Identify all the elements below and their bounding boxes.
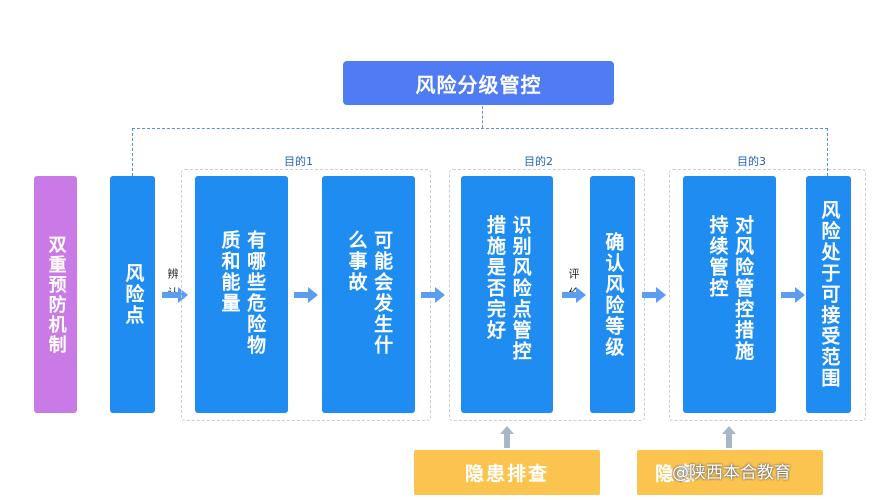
goal-1-label-wrap: 目的1 bbox=[280, 150, 317, 169]
goal-3-label: 目的3 bbox=[733, 155, 770, 168]
watermark: @陕西本合教育 bbox=[672, 458, 791, 483]
arrow-3 bbox=[421, 287, 445, 303]
arrow-2 bbox=[294, 287, 318, 303]
header-connector-right-drop bbox=[827, 128, 828, 176]
arrow-5 bbox=[642, 287, 666, 303]
dual-prevention-label-box: 双重预防机制 bbox=[34, 176, 77, 413]
confirm-text: 确认风险等级 bbox=[602, 231, 625, 358]
sustain-text: 对风险管控措施持续管控 bbox=[706, 214, 755, 362]
watermark-text: @陕西本合教育 bbox=[672, 463, 791, 483]
up-arrow-2 bbox=[722, 426, 736, 448]
goal-1-label: 目的1 bbox=[280, 155, 317, 168]
hazard-box: 有哪些危险物质和能量 bbox=[195, 176, 288, 413]
hidden-danger-box: 隐患排查 bbox=[414, 450, 600, 495]
risk-point-text: 风险点 bbox=[122, 263, 145, 326]
goal-3-label-wrap: 目的3 bbox=[733, 150, 770, 169]
measures-box: 识别风险点管控措施是否完好 bbox=[461, 176, 553, 413]
hidden-danger-text: 隐患排查 bbox=[464, 463, 549, 485]
goal-2-label: 目的2 bbox=[520, 155, 557, 168]
risk-control-title: 风险分级管控 bbox=[415, 72, 542, 97]
header-connector-horizontal bbox=[132, 128, 828, 129]
header-connector-vertical bbox=[482, 106, 483, 128]
arrow-4 bbox=[562, 287, 586, 303]
sustain-box: 对风险管控措施持续管控 bbox=[683, 176, 776, 413]
arrow-1 bbox=[162, 287, 188, 303]
dual-prevention-label: 双重预防机制 bbox=[45, 234, 67, 355]
goal-2-label-wrap: 目的2 bbox=[520, 150, 557, 169]
measures-text: 识别风险点管控措施是否完好 bbox=[484, 214, 532, 362]
header-connector-left-drop bbox=[132, 128, 133, 176]
arrow-6 bbox=[781, 287, 805, 303]
what-happens-text: 可能会发生什么事故 bbox=[345, 229, 394, 356]
hidden-danger-2-text: 隐患 bbox=[655, 463, 698, 485]
acceptable-box: 风险处于可接受范围 bbox=[806, 176, 851, 413]
what-happens-box: 可能会发生什么事故 bbox=[322, 176, 415, 413]
up-arrow-1 bbox=[500, 426, 514, 448]
risk-control-title-box: 风险分级管控 bbox=[343, 61, 614, 105]
acceptable-text: 风险处于可接受范围 bbox=[818, 200, 841, 389]
confirm-box: 确认风险等级 bbox=[590, 176, 635, 413]
goal-3-group bbox=[669, 169, 866, 421]
risk-point-box: 风险点 bbox=[110, 176, 155, 413]
hazard-text: 有哪些危险物质和能量 bbox=[218, 229, 267, 356]
hidden-danger-box-2: 隐患 bbox=[637, 450, 823, 495]
